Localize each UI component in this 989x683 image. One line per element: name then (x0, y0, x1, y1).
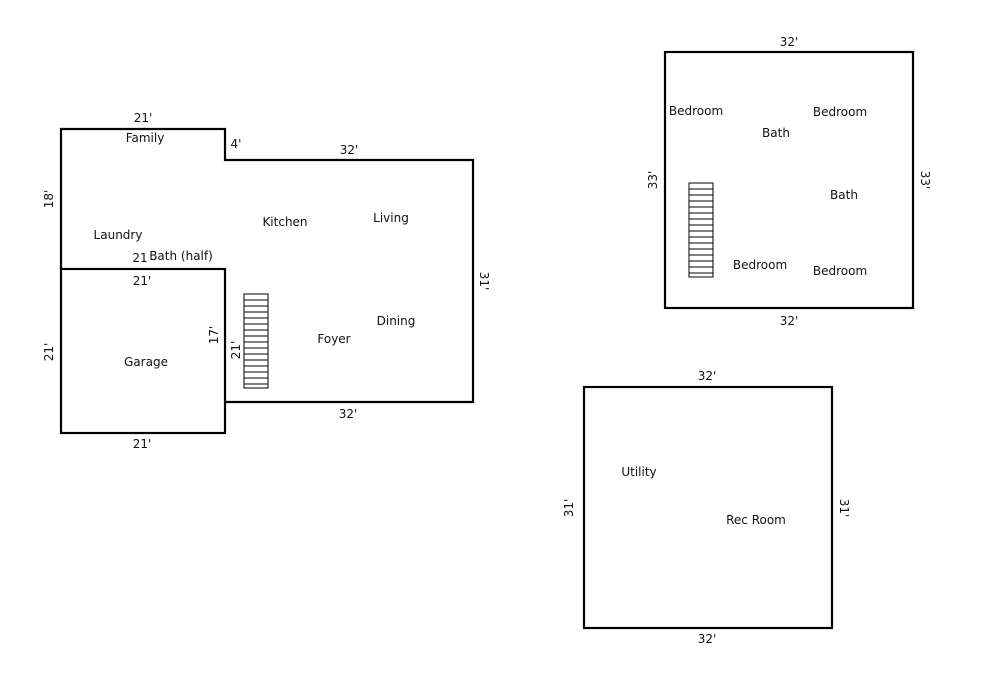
dim-main-right: 31' (477, 272, 491, 291)
dim-upper-left: 33' (646, 171, 660, 190)
dim-lower-left: 31' (562, 499, 576, 518)
upper-floor-outline (663, 50, 915, 310)
dim-stair: 21' (229, 341, 243, 360)
room-label-bedroom-bottom-left: Bedroom (733, 258, 787, 272)
room-label-bath-2: Bath (830, 188, 858, 202)
dim-garage-top: 21' (133, 274, 152, 288)
room-label-kitchen: Kitchen (262, 215, 307, 229)
room-label-bedroom-top-right: Bedroom (813, 105, 867, 119)
dim-main-top-left: 21' (134, 111, 153, 125)
garage-outline (59, 267, 227, 435)
dim-garage-bottom: 21' (133, 437, 152, 451)
room-label-rec-room: Rec Room (726, 513, 786, 527)
room-label-bath-1: Bath (762, 126, 790, 140)
main-floor-outline (59, 127, 475, 404)
dim-main-step: 4' (231, 137, 242, 151)
room-label-family: Family (126, 131, 165, 145)
room-label-living: Living (373, 211, 409, 225)
room-label-utility: Utility (621, 465, 656, 479)
dim-garage-right: 17' (207, 326, 221, 345)
dim-lower-right: 31' (837, 499, 851, 518)
room-label-garage: Garage (124, 355, 168, 369)
lower-floor-outline (582, 385, 834, 630)
room-label-bedroom-bottom-right: Bedroom (813, 264, 867, 278)
room-label-dining: Dining (377, 314, 416, 328)
lower-floor: Utility Rec Room 32' 31' 31' 32' (562, 369, 851, 646)
dim-main-bottom: 32' (339, 407, 358, 421)
dim-upper-right: 33' (918, 171, 932, 190)
room-label-bath-half: Bath (half) (149, 249, 213, 263)
room-label-foyer: Foyer (317, 332, 350, 346)
upper-stairs (688, 182, 714, 278)
main-stairs (243, 293, 269, 389)
dim-lower-bottom: 32' (698, 632, 717, 646)
main-floor: Family Laundry Kitchen Living Bath (half… (42, 111, 491, 451)
dim-upper-bottom: 32' (780, 314, 799, 328)
room-label-laundry: Laundry (94, 228, 143, 242)
upper-floor: Bedroom Bedroom Bath Bath Bedroom Bedroo… (646, 35, 932, 328)
dim-main-top-right: 32' (340, 143, 359, 157)
dim-main-inner-bath: 21 (132, 251, 147, 265)
room-label-bedroom-top-left: Bedroom (669, 104, 723, 118)
dim-upper-top: 32' (780, 35, 799, 49)
dim-lower-top: 32' (698, 369, 717, 383)
dim-garage-left: 21' (42, 343, 56, 362)
dim-main-left: 18' (42, 190, 56, 209)
